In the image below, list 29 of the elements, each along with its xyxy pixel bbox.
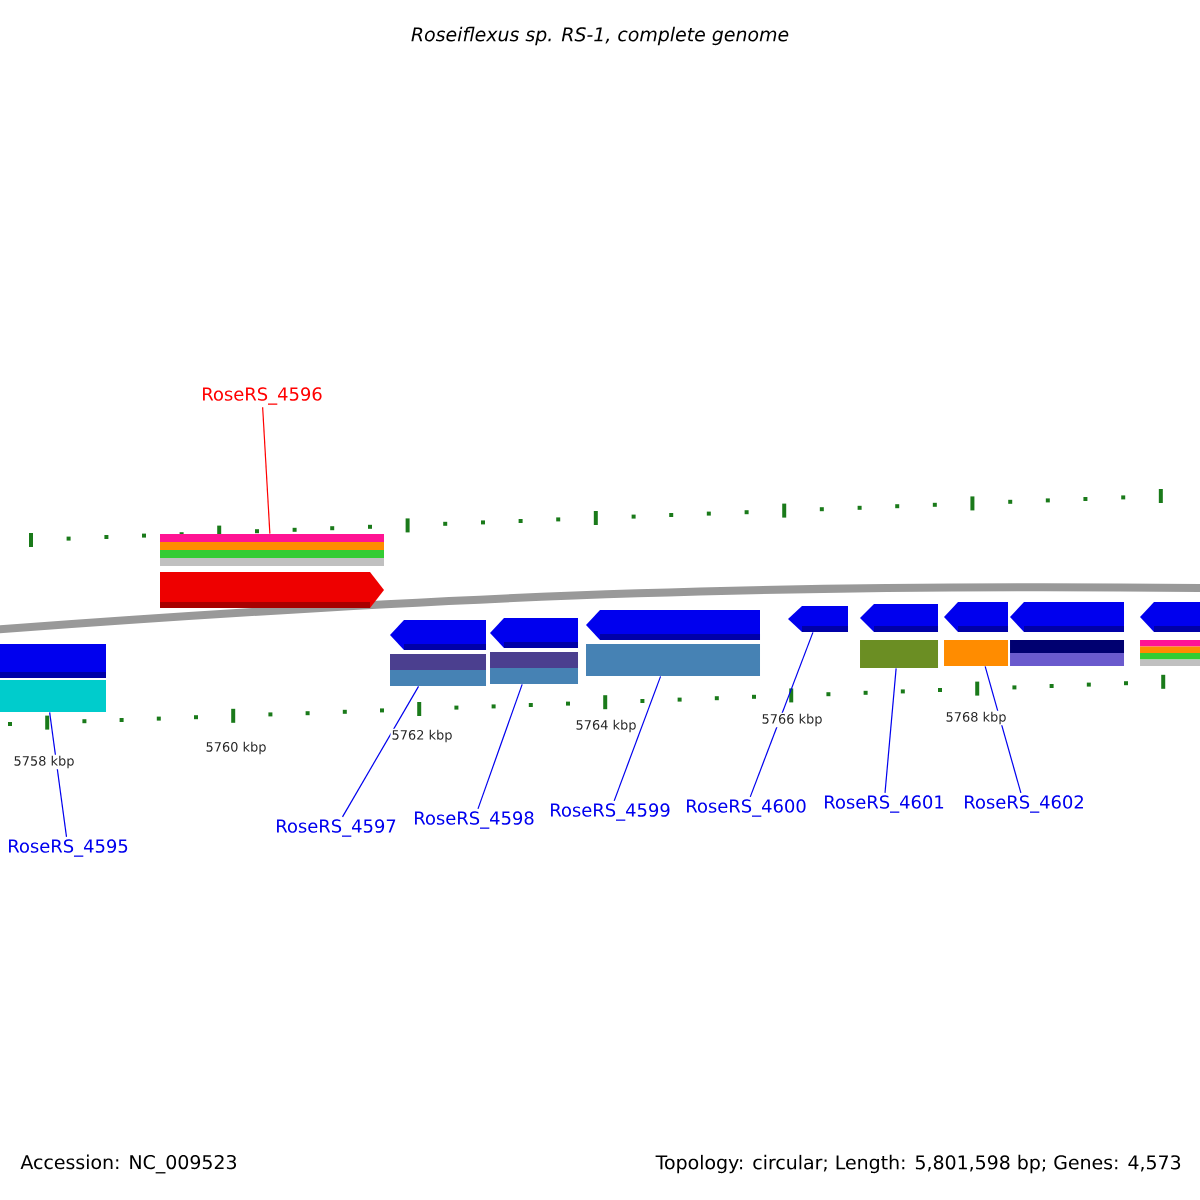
gene-label: RoseRS_4601: [825, 795, 944, 813]
gene-label: RoseRS_4599: [551, 803, 670, 821]
gene-feature: [788, 606, 848, 632]
gene-label: RoseRS_4600: [687, 799, 806, 817]
gene-feature: [1010, 602, 1124, 666]
leader-line: [477, 683, 523, 810]
gene-feature: [0, 644, 106, 712]
gene-label: RoseRS_4602: [965, 795, 1083, 813]
leader-line: [984, 665, 1022, 794]
gene-feature: [390, 620, 486, 686]
leader-line: [613, 675, 662, 802]
gene-feature: [860, 604, 938, 668]
gene-feature: [586, 610, 760, 676]
title: Roseiflexus sp. RS-1, complete genome: [411, 26, 789, 46]
gene-label: RoseRS_4596: [203, 387, 322, 405]
footer-text: Topology: circular; Length: 5,801,598 bp; Genes: 4,573: [655, 1154, 1181, 1174]
leader-line: [884, 667, 897, 794]
gene-feature: [1140, 602, 1200, 666]
gene-label: RoseRS_4597: [277, 819, 396, 837]
footer-text: Accession: NC_009523: [20, 1154, 236, 1174]
gene-label: RoseRS_4595: [9, 839, 128, 857]
gene-label: RoseRS_4598: [415, 811, 534, 829]
gene-feature: [160, 534, 384, 608]
gene-feature: [944, 602, 1008, 666]
leader-line: [749, 631, 814, 798]
gene-feature: [490, 618, 578, 684]
leader-line: [262, 406, 271, 535]
leader-line: [341, 685, 420, 818]
leader-line: [49, 711, 68, 838]
